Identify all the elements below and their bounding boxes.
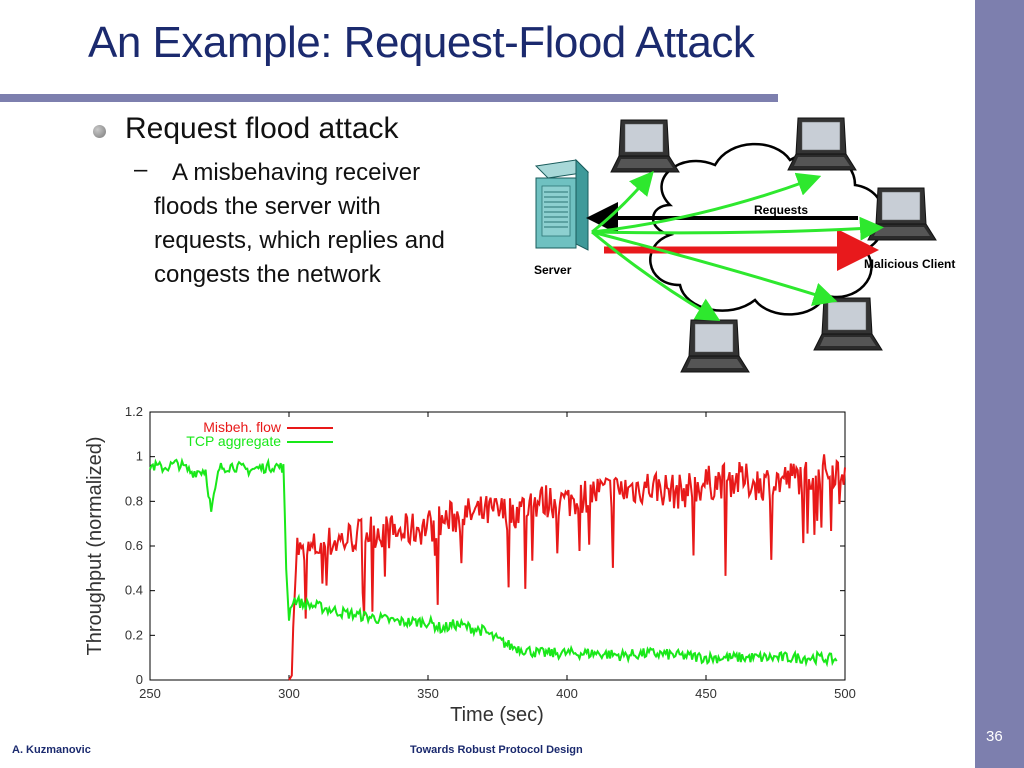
plot-frame xyxy=(149,411,846,681)
page-number: 36 xyxy=(986,728,1003,745)
sub-bullet-line: floods the server with xyxy=(154,193,381,220)
legend-label: TCP aggregate xyxy=(186,433,281,449)
laptop-icon xyxy=(813,297,883,351)
y-tick-label: 0.2 xyxy=(125,627,143,642)
footer-author: A. Kuzmanovic xyxy=(12,744,91,756)
footer-title: Towards Robust Protocol Design xyxy=(410,744,583,756)
x-tick-label: 500 xyxy=(834,686,856,701)
requests-label: Requests xyxy=(754,203,808,217)
y-tick-label: 0.8 xyxy=(125,493,143,508)
bullet-icon xyxy=(93,125,106,138)
y-tick-label: 1.2 xyxy=(125,404,143,419)
x-tick-label: 250 xyxy=(139,686,161,701)
throughput-chart: 250 300 350 400 450 500 0 0.2 0.4 0.6 0.8 1 1.2 Misb… xyxy=(84,404,856,726)
legend-label: Misbeh. flow xyxy=(203,419,282,435)
x-axis-label: Time (sec) xyxy=(450,704,544,726)
y-tick-label: 1 xyxy=(136,449,143,464)
sub-bullet-line: congests the network xyxy=(154,261,381,288)
sub-bullet-text: A misbehaving receiver floods the server… xyxy=(154,156,514,292)
server-icon xyxy=(534,158,590,251)
sub-bullet-dash: – xyxy=(134,156,148,183)
x-tick-label: 450 xyxy=(695,686,717,701)
laptop-icon xyxy=(610,119,680,173)
malicious-client-label: Malicious Client xyxy=(864,257,955,271)
server-label: Server xyxy=(534,263,572,277)
slide-title: An Example: Request-Flood Attack xyxy=(88,18,755,67)
laptop-icon xyxy=(680,319,750,373)
reply-arrows xyxy=(591,170,884,322)
sub-bullet-line: A misbehaving receiver xyxy=(172,159,421,186)
network-diagram: Server Requests Malicious Client xyxy=(534,117,955,373)
x-tick-label: 350 xyxy=(417,686,439,701)
right-sidebar-band xyxy=(975,0,1024,768)
title-underline-bar xyxy=(0,94,778,102)
y-tick-label: 0.4 xyxy=(125,583,143,598)
laptop-icon xyxy=(787,117,857,171)
y-tick-label: 0 xyxy=(136,672,143,687)
series-line xyxy=(149,457,838,668)
x-tick-label: 400 xyxy=(556,686,578,701)
bullet-text: Request flood attack xyxy=(125,112,399,145)
y-axis-label: Throughput (normalized) xyxy=(84,437,106,656)
sub-bullet-line: requests, which replies and xyxy=(154,227,445,254)
laptop-icon xyxy=(867,187,937,241)
series-line xyxy=(288,454,846,681)
y-tick-label: 0.6 xyxy=(125,538,143,553)
cloud-icon xyxy=(649,142,886,316)
x-tick-label: 300 xyxy=(278,686,300,701)
